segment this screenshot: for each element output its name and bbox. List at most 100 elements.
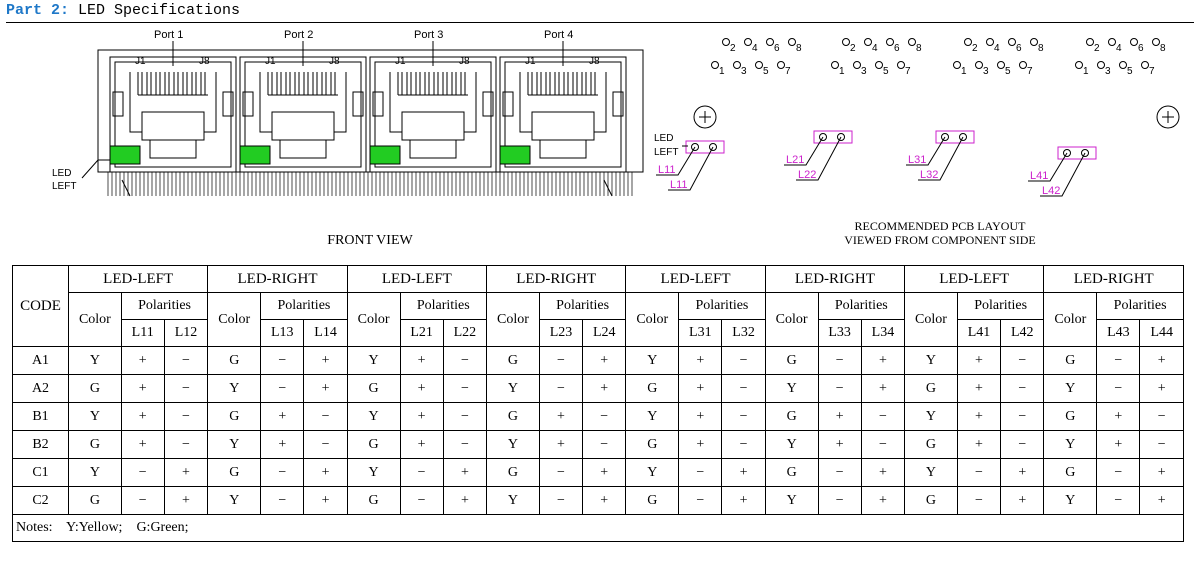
table-cell: +	[120, 402, 165, 431]
polarities-header: Polarities	[1096, 292, 1184, 320]
table-cell: G	[207, 458, 262, 487]
polarity-label: L24	[582, 319, 627, 347]
table-cell: −	[721, 430, 766, 459]
port-label: Port 2	[284, 29, 313, 41]
table-cell: −	[442, 374, 488, 403]
table-cell: Y	[68, 402, 122, 431]
table-cell: Y	[346, 346, 401, 375]
pcb-led-pad	[935, 130, 975, 144]
table-cell: G	[764, 346, 819, 375]
led-indicator	[239, 145, 271, 165]
table-cell: −	[721, 402, 766, 431]
port-label: Port 3	[414, 29, 443, 41]
table-cell: +	[399, 430, 444, 459]
table-cell: −	[678, 458, 723, 487]
pcb-pin-label: 7	[905, 66, 911, 77]
pcb-pin-label: 8	[916, 43, 922, 54]
table-cell: +	[303, 346, 348, 375]
code-cell: B1	[12, 402, 69, 431]
table-cell: −	[120, 458, 165, 487]
table-cell: Y	[346, 402, 401, 431]
table-cell: −	[260, 374, 305, 403]
table-cell: Y	[764, 374, 819, 403]
table-cell: G	[68, 486, 122, 515]
table-cell: −	[1139, 402, 1184, 431]
table-cell: +	[817, 430, 862, 459]
table-cell: +	[956, 374, 1002, 403]
table-cell: Y	[625, 402, 680, 431]
table-cell: +	[399, 346, 444, 375]
pcb-pin-label: 1	[839, 66, 845, 77]
table-cell: G	[207, 346, 262, 375]
pcb-pin-label: 4	[1116, 43, 1122, 54]
table-cell: −	[260, 486, 305, 515]
polarities-header: Polarities	[678, 292, 766, 320]
pcb-led-label: L32	[920, 169, 938, 181]
polarities-header: Polarities	[817, 292, 906, 320]
pcb-pin-label: 1	[1083, 66, 1089, 77]
pcb-pin-label: 5	[1005, 66, 1011, 77]
table-cell: −	[442, 402, 488, 431]
table-cell: +	[678, 430, 723, 459]
table-cell: G	[1043, 346, 1098, 375]
table-cell: −	[163, 346, 209, 375]
table-cell: G	[486, 402, 540, 431]
code-cell: C1	[12, 458, 69, 487]
pcb-led-pad	[813, 130, 853, 144]
polarity-label: L13	[260, 319, 305, 347]
table-cell: G	[346, 486, 401, 515]
pcb-pin-label: 8	[1038, 43, 1044, 54]
table-cell: −	[120, 486, 165, 515]
section-header: Part 2: LED Specifications	[6, 2, 240, 19]
color-header: Color	[904, 292, 958, 347]
table-cell: −	[1139, 430, 1184, 459]
table-cell: +	[860, 346, 906, 375]
pcb-caption-line1: RECOMMENDED PCB LAYOUT	[854, 219, 1026, 233]
polarity-label: L31	[678, 319, 723, 347]
table-cell: Y	[904, 402, 958, 431]
table-cell: +	[582, 486, 627, 515]
polarity-label: L41	[956, 319, 1002, 347]
table-cell: +	[1096, 402, 1141, 431]
pcb-led-pad	[685, 140, 725, 154]
table-cell: −	[860, 402, 906, 431]
table-cell: G	[625, 486, 680, 515]
table-cell: +	[120, 346, 165, 375]
led-indicator	[109, 145, 141, 165]
polarities-header: Polarities	[120, 292, 209, 320]
table-cell: −	[538, 346, 584, 375]
pcb-pin-label: 8	[1160, 43, 1166, 54]
code-cell: A2	[12, 374, 69, 403]
pin-j1-label: J1	[525, 56, 536, 67]
table-cell: −	[303, 402, 348, 431]
pcb-pin-label: 4	[994, 43, 1000, 54]
pcb-pin-label: 4	[872, 43, 878, 54]
table-cell: Y	[486, 486, 540, 515]
code-cell: A1	[12, 346, 69, 375]
port-label: Port 4	[544, 29, 573, 41]
pcb-led-label: L42	[1042, 185, 1060, 197]
table-cell: +	[1139, 346, 1184, 375]
table-cell: −	[956, 486, 1002, 515]
table-cell: Y	[764, 486, 819, 515]
table-cell: −	[1000, 374, 1045, 403]
group-header: LED-RIGHT	[486, 265, 627, 293]
port-label: Port 1	[154, 29, 183, 41]
color-header: Color	[625, 292, 680, 347]
table-cell: +	[1139, 486, 1184, 515]
pcb-layout-drawing: 21436587L11L1121436587L21L2221436587L31L…	[654, 38, 1180, 197]
pcb-led-label: L41	[1030, 170, 1048, 182]
table-cell: +	[538, 430, 584, 459]
mounting-hole-right	[1156, 105, 1180, 129]
polarities-header: Polarities	[538, 292, 627, 320]
mounting-hole-left	[693, 105, 717, 129]
polarity-label: L14	[303, 319, 348, 347]
code-header: CODE	[12, 265, 69, 347]
table-cell: +	[860, 458, 906, 487]
table-cell: −	[721, 374, 766, 403]
